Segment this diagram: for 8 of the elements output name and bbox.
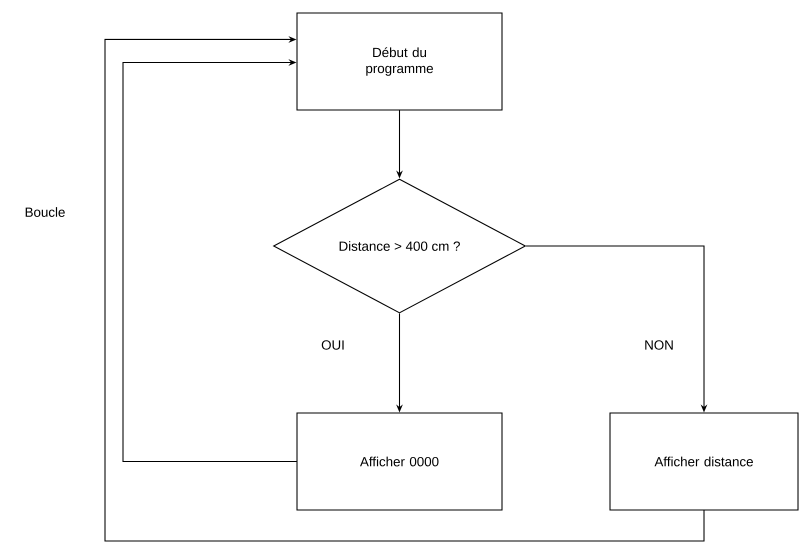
arrow — [122, 59, 296, 462]
edge-label: OUI — [320, 338, 346, 352]
process-box: Afficher distance — [609, 412, 799, 511]
edge-label: Boucle — [23, 206, 67, 218]
process-box: Début du programme — [296, 12, 503, 111]
arrow — [104, 36, 705, 542]
process-box: Afficher 0000 — [296, 412, 503, 511]
edge-label: NON — [642, 338, 676, 352]
